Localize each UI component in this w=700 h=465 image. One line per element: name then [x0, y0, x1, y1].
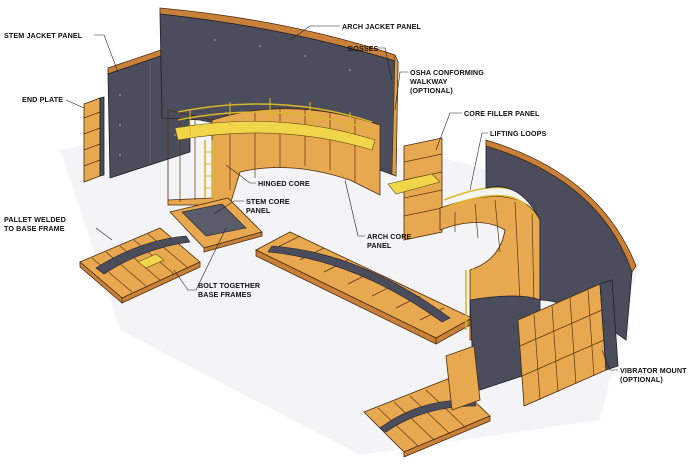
stem-core-panel-base	[169, 197, 263, 253]
label-osha-line-3: (OPTIONAL)	[410, 86, 453, 95]
label-pallet-line-1: PALLET WELDED	[4, 215, 66, 224]
hinged-core-assembly	[167, 98, 381, 206]
label-bolt-line-2: BASE FRAMES	[198, 290, 252, 299]
label-vibrator-line-1: VIBRATOR MOUNT	[620, 366, 687, 375]
vibrator-mount-wall	[517, 279, 619, 407]
label-arch-jacket-panel: ARCH JACKET PANEL	[342, 22, 422, 31]
label-hinged-core: HINGED CORE	[258, 179, 310, 188]
label-core-filler-panel: CORE FILLER PANEL	[464, 109, 540, 118]
pallet-base-frame	[79, 227, 201, 304]
label-pallet-line-2: TO BASE FRAME	[4, 224, 65, 233]
end-plate	[83, 96, 105, 183]
label-arch-core-line-1: ARCH CORE	[367, 232, 412, 241]
label-vibrator-line-2: (OPTIONAL)	[620, 375, 663, 384]
label-stem-core-line-2: PANEL	[246, 206, 271, 215]
label-lifting-loops: LIFTING LOOPS	[490, 129, 547, 138]
label-bosses: BOSSES	[348, 44, 379, 53]
callout-labels: STEM JACKET PANEL ARCH JACKET PANEL BOSS…	[4, 22, 687, 384]
label-osha-line-2: WALKWAY	[410, 77, 448, 86]
label-stem-jacket-panel: STEM JACKET PANEL	[4, 31, 83, 40]
label-osha-line-1: OSHA CONFORMING	[410, 68, 484, 77]
core-filler-panel	[387, 137, 443, 241]
label-stem-core-line-1: STEM CORE	[246, 197, 290, 206]
leader-lines	[65, 25, 618, 371]
label-arch-core-line-2: PANEL	[367, 241, 392, 250]
bottom-base-frame	[363, 345, 491, 458]
label-end-plate: END PLATE	[22, 95, 63, 104]
label-bolt-line-1: BOLT TOGETHER	[198, 281, 261, 290]
